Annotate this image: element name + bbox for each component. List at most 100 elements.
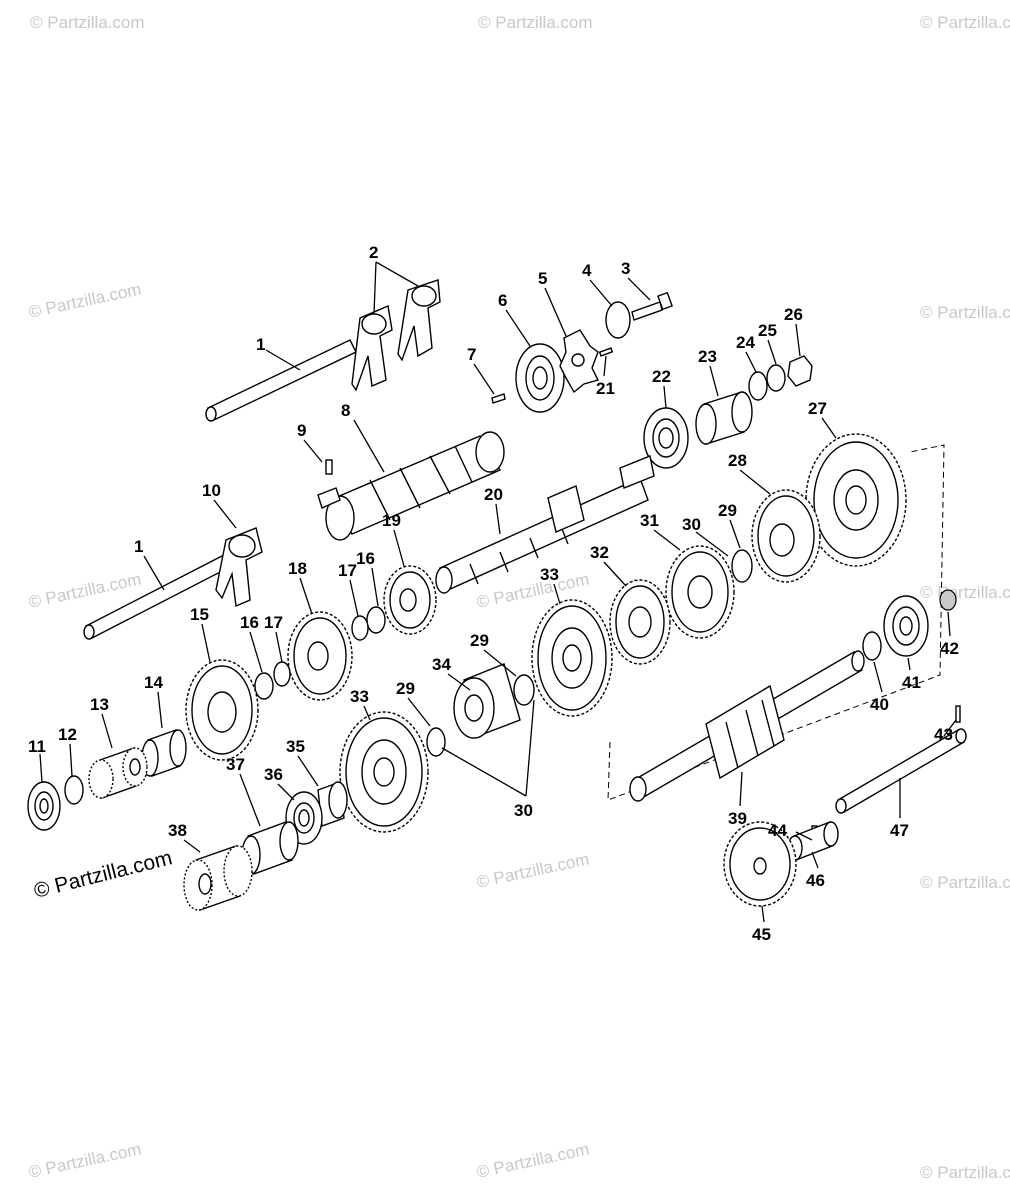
parts-layer [27,279,967,911]
shift-shaft-lower [83,555,229,640]
shift-fork-pair [351,279,441,392]
shift-star-cam [559,329,600,394]
input-shaft [435,455,655,594]
watermark: © Partzilla.com [920,873,1010,892]
callout-22: 22 [652,367,671,386]
callout-14: 14 [144,673,163,692]
callout-1: 1 [256,335,265,354]
callout-9: 9 [297,421,306,440]
callout-18: 18 [288,559,307,578]
gear-19 [383,565,437,635]
input-shaft-collar [695,391,753,445]
gear-28 [751,489,821,583]
bushing-14 [141,729,187,777]
shaft-nut [787,355,813,387]
callout-30: 30 [514,801,533,820]
callout-45: 45 [752,925,771,944]
watermark: © Partzilla.com [920,1163,1010,1182]
callout-2: 2 [369,243,378,262]
callout-31: 31 [640,511,659,530]
callout-29: 29 [470,631,489,650]
callout-19: 19 [382,511,401,530]
callout-20: 20 [484,485,503,504]
callout-layer: 1 1 2 3 4 5 6 7 8 9 10 11 12 13 14 15 16… [28,243,959,944]
watermark: © Partzilla.com [920,303,1010,322]
gear-31 [665,545,735,639]
gear-32 [609,579,671,665]
callout-32: 32 [590,543,609,562]
gear-27 [805,433,907,567]
callout-1: 1 [134,537,143,556]
circlip-29-right [513,674,535,706]
callout-17: 17 [264,613,283,632]
callout-33: 33 [540,565,559,584]
bearing-11 [27,781,61,831]
output-shaft-guide [607,444,945,801]
gear-13 [88,747,148,799]
gear-45 [723,821,797,907]
callout-38: 38 [168,821,187,840]
callout-29: 29 [718,501,737,520]
shift-drum [317,431,505,541]
pin-43 [955,705,961,723]
input-shaft-bearing [643,407,689,469]
callout-11: 11 [28,737,46,756]
bearing-41 [883,595,929,657]
callout-25: 25 [758,321,777,340]
watermark: © Partzilla.com [475,850,591,892]
callout-10: 10 [202,481,221,500]
shaft-47 [835,728,967,814]
callout-7: 7 [467,345,476,364]
callout-26: 26 [784,305,803,324]
callout-40: 40 [870,695,889,714]
cam-washer [605,301,631,339]
shift-fork-single [215,527,263,608]
callout-6: 6 [498,291,507,310]
callout-29: 29 [396,679,415,698]
watermark-main: © Partzilla.com [32,846,175,903]
watermark: © Partzilla.com [475,1140,591,1182]
plug-42 [939,589,957,611]
gear-15 [185,659,259,761]
watermark: © Partzilla.com [478,13,593,32]
circlip-17-upper [351,615,369,641]
callout-23: 23 [698,347,717,366]
callout-8: 8 [341,401,350,420]
circlip-17-lower [273,661,291,687]
callout-16: 16 [356,549,375,568]
callout-30: 30 [682,515,701,534]
washer-40 [862,631,882,661]
cam-pin [598,347,614,357]
watermark: © Partzilla.com [920,583,1010,602]
watermark: © Partzilla.com [920,13,1010,32]
leader-lines [39,261,957,923]
collar-35 [317,781,348,827]
circlip-upper [731,549,753,583]
callout-43: 43 [934,725,953,744]
washer-16-lower [254,672,274,700]
callout-13: 13 [90,695,109,714]
nut-washer [766,364,786,392]
callout-12: 12 [58,725,77,744]
watermark: © Partzilla.com [27,1140,143,1182]
assembly-guides [607,444,945,801]
callout-42: 42 [940,639,959,658]
output-shaft [629,650,865,802]
washer-12 [64,775,84,805]
collar-washer [748,371,768,401]
callout-37: 37 [226,755,245,774]
cam-bolt [631,291,673,321]
shift-shaft-upper [205,339,357,422]
drum-bearing [515,343,565,413]
callout-39: 39 [728,809,747,828]
gear-18 [287,611,353,701]
circlip-29-left [426,727,446,757]
callout-27: 27 [808,399,827,418]
callout-16: 16 [240,613,259,632]
callout-3: 3 [621,259,630,278]
gear-33-lower [339,711,429,833]
callout-33: 33 [350,687,369,706]
detent-pin [491,393,506,404]
washer-16-upper [366,606,386,634]
callout-4: 4 [582,261,592,280]
